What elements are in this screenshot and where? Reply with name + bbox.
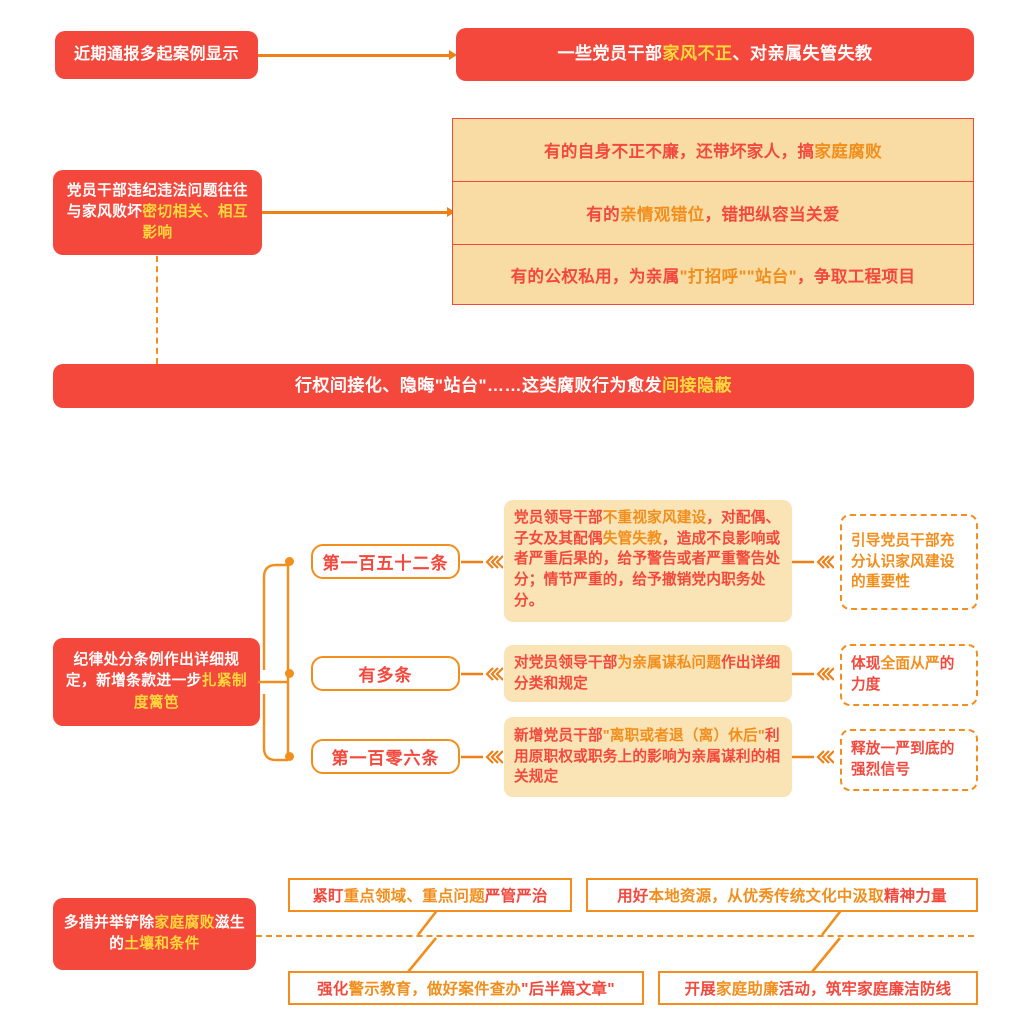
section2-banner-box: 行权间接化、隐晦"站台"……这类腐败行为愈发间接隐蔽 [53, 364, 974, 408]
section1-source-box: 近期通报多起案例显示 [55, 31, 258, 79]
section1-result-text: 一些党员干部家风不正、对亲属失管失教 [557, 44, 873, 64]
section2-source-text: 党员干部违纪违法问题往往与家风败坏密切相关、相互影响 [66, 182, 249, 242]
table-row: 有的亲情观错位，错把纵容当关爱 [453, 182, 973, 245]
section3-branch-2-detail-text: 新增党员干部"离职或者退（离）休后"利用原职权或职务上的影响为亲属谋利的相关规定 [514, 727, 781, 786]
section2-row-1-text: 有的亲情观错位，错把纵容当关爱 [586, 206, 840, 224]
section2-dashed-connector [156, 256, 158, 364]
section2-banner-text: 行权间接化、隐晦"站台"……这类腐败行为愈发间接隐蔽 [294, 375, 733, 395]
section4-measure-2[interactable]: 强化警示教育，做好案件查办"后半篇文章" [288, 971, 644, 1005]
section4-dashed-spine [256, 935, 974, 937]
section3-outcome-connector-0 [792, 555, 834, 569]
section2-table: 有的自身不正不廉，还带坏家人，搞家庭腐败 有的亲情观错位，错把纵容当关爱 有的公… [452, 118, 974, 305]
section4-measure-1-text: 用好本地资源，从优秀传统文化中汲取精神力量 [617, 888, 947, 905]
section3-source-text: 纪律处分条例作出详细规定，新增条款进一步扎紧制度篱笆 [65, 652, 248, 711]
section3-branch-dot [285, 669, 294, 678]
section3-branch-1-outcome-text: 体现全面从严的力度 [851, 656, 955, 693]
table-row: 有的自身不正不廉，还带坏家人，搞家庭腐败 [453, 119, 973, 182]
section1-connector-line [258, 54, 450, 57]
section3-source-box: 纪律处分条例作出详细规定，新增条款进一步扎紧制度篱笆 [53, 638, 260, 726]
section3-branch-dot [285, 557, 294, 566]
section3-branch-1-outcome: 体现全面从严的力度 [840, 644, 978, 706]
section3-branch-dot [285, 752, 294, 761]
section4-measure-1[interactable]: 用好本地资源，从优秀传统文化中汲取精神力量 [586, 878, 978, 912]
section1-source-text: 近期通报多起案例显示 [73, 46, 239, 64]
section1-result-box: 一些党员干部家风不正、对亲属失管失教 [456, 28, 974, 81]
section2-row-0-text: 有的自身不正不廉，还带坏家人，搞家庭腐败 [543, 143, 882, 161]
section3-branch-0-detail: 党员领导干部不重视家风建设，对配偶、子女及其配偶失管失教，造成不良影响或者严重后… [504, 500, 792, 622]
section2-arrow-head [447, 206, 455, 217]
section3-branch-2-outcome: 释放一严到底的强烈信号 [840, 729, 978, 791]
section2-row-2-text: 有的公权私用，为亲属"打招呼""站台"，争取工程项目 [510, 268, 916, 286]
section2-source-box: 党员干部违纪违法问题往往与家风败坏密切相关、相互影响 [53, 170, 262, 255]
section3-branch-0-pill[interactable]: 第一百五十二条 [311, 544, 460, 579]
section4-source-box: 多措并举铲除家庭腐败滋生的土壤和条件 [53, 898, 256, 970]
section3-connector-1 [461, 667, 503, 681]
section3-branch-2-detail: 新增党员干部"离职或者退（离）休后"利用原职权或职务上的影响为亲属谋利的相关规定 [504, 717, 792, 797]
section3-outcome-connector-2 [792, 750, 834, 764]
section4-measure-0-text: 紧盯重点领域、重点问题严管严治 [312, 888, 548, 905]
section3-branch-2-outcome-text: 释放一严到底的强烈信号 [851, 741, 955, 778]
section4-source-text: 多措并举铲除家庭腐败滋生的土壤和条件 [63, 914, 246, 952]
section1-arrow-head [449, 49, 457, 60]
section3-branch-0-label: 第一百五十二条 [322, 554, 449, 573]
section3-branch-1-detail: 对党员领导干部为亲属谋私问题作出详细分类和规定 [504, 645, 792, 702]
section4-measure-3-text: 开展家庭助廉活动，筑牢家庭廉洁防线 [684, 981, 952, 998]
section3-brace-connector [258, 563, 290, 762]
section3-branch-0-outcome-text: 引导党员干部充分认识家风建设的重要性 [851, 532, 955, 591]
section3-connector-2 [461, 750, 503, 764]
table-row: 有的公权私用，为亲属"打招呼""站台"，争取工程项目 [453, 245, 973, 305]
section4-measure-2-text: 强化警示教育，做好案件查办"后半篇文章" [317, 981, 615, 998]
section4-measure-0[interactable]: 紧盯重点领域、重点问题严管严治 [288, 878, 572, 912]
section2-connector-line [262, 211, 448, 214]
section3-branch-1-detail-text: 对党员领导干部为亲属谋私问题作出详细分类和规定 [514, 654, 781, 692]
section3-branch-2-label: 第一百零六条 [331, 749, 440, 768]
section3-connector-0 [461, 555, 503, 569]
section3-branch-1-pill[interactable]: 有多条 [311, 656, 460, 691]
section3-outcome-connector-1 [792, 667, 834, 681]
section4-measure-3[interactable]: 开展家庭助廉活动，筑牢家庭廉洁防线 [658, 971, 978, 1005]
section3-branch-0-outcome: 引导党员干部充分认识家风建设的重要性 [840, 514, 978, 610]
section3-branch-0-detail-text: 党员领导干部不重视家风建设，对配偶、子女及其配偶失管失教，造成不良影响或者严重后… [514, 510, 781, 609]
section3-branch-2-pill[interactable]: 第一百零六条 [311, 739, 460, 774]
section3-branch-1-label: 有多条 [358, 666, 413, 685]
